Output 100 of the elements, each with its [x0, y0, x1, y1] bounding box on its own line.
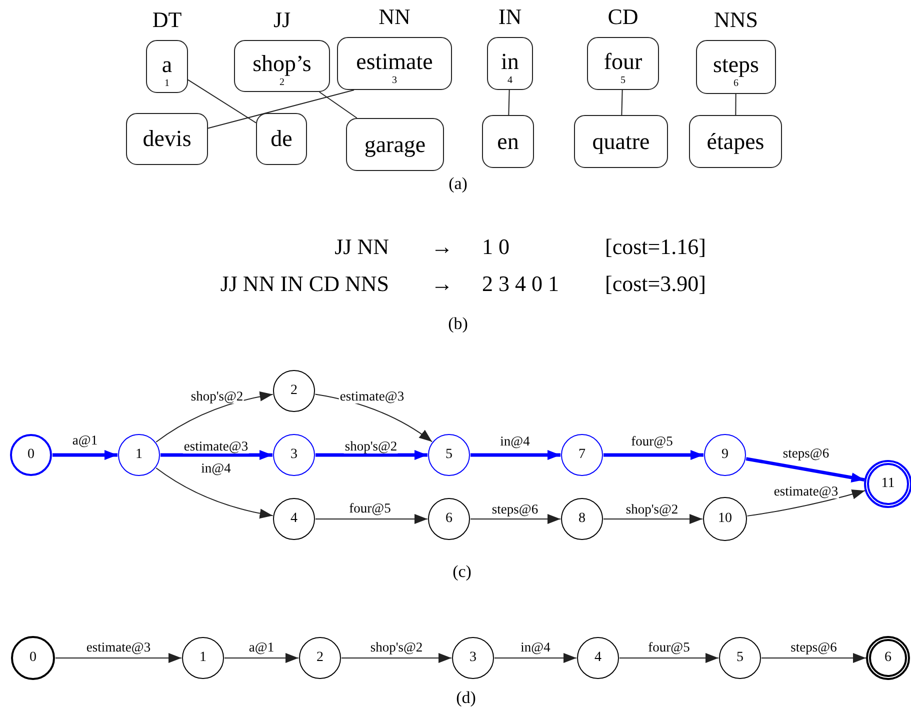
- arrow: [316, 450, 428, 460]
- state-number: 6: [446, 512, 452, 526]
- word-label: en: [497, 130, 519, 154]
- edge-label: four@5: [348, 500, 392, 516]
- tag-label: NNS: [714, 8, 758, 32]
- edge-label: shop's@2: [190, 388, 244, 404]
- tag-label: DT: [152, 8, 182, 32]
- edge-label: in@4: [200, 460, 232, 476]
- state-number: 2: [316, 651, 324, 665]
- edge-label: in@4: [499, 434, 531, 448]
- state-number: 6: [884, 651, 892, 665]
- state-circle: [273, 370, 315, 412]
- state-number: 4: [594, 651, 602, 665]
- word-label: steps: [713, 53, 759, 77]
- state-number: 5: [736, 651, 744, 665]
- state-number: 11: [881, 477, 895, 491]
- edge-label: in@4: [520, 640, 552, 654]
- edge-label: steps@6: [790, 640, 838, 654]
- arrow: [55, 653, 182, 663]
- edge-label: estimate@3: [182, 438, 250, 454]
- state-number: 5: [446, 448, 452, 462]
- arrow: [619, 653, 719, 663]
- word-box: [587, 37, 659, 90]
- state-number: 0: [30, 651, 36, 665]
- state-number: 4: [290, 512, 298, 526]
- edge-label: estimate@3: [85, 640, 152, 654]
- edge-label: steps@6: [782, 446, 830, 460]
- word-box: [126, 113, 208, 165]
- state-circle: [577, 637, 619, 679]
- arrow: [761, 653, 866, 663]
- index-number: 1: [164, 78, 170, 88]
- word-label: estimate: [356, 50, 433, 74]
- state-circle: [428, 434, 470, 476]
- table-cell: 2 3 4 0 1: [482, 272, 559, 296]
- state-circle: [452, 637, 494, 679]
- alignment-line: [508, 90, 510, 116]
- edge-label: four@5: [647, 640, 691, 654]
- table-cell: JJ NN: [334, 235, 389, 259]
- word-label: quatre: [592, 130, 650, 154]
- edge-label: shop's@2: [344, 438, 398, 454]
- arrow: [341, 653, 452, 663]
- state-circle: [866, 636, 910, 680]
- table-cell: JJ NN IN CD NNS: [220, 272, 389, 296]
- word-box: [696, 40, 776, 94]
- word-box: [256, 113, 307, 165]
- state-circle: [273, 434, 315, 476]
- edge-label: estimate@3: [772, 484, 840, 498]
- word-label: four: [604, 50, 642, 74]
- alignment-line: [318, 92, 358, 118]
- table-cell: [cost=1.16]: [605, 235, 706, 259]
- state-circle: [118, 434, 160, 476]
- arrow: [746, 457, 865, 482]
- state-number: 8: [578, 512, 586, 526]
- state-circle: [864, 460, 911, 508]
- arrow: [494, 653, 577, 663]
- word-label: étapes: [706, 130, 764, 154]
- alignment-line: [188, 79, 256, 124]
- word-label: in: [501, 50, 519, 74]
- state-number: 3: [470, 651, 476, 665]
- edge-label: a@1: [71, 432, 99, 448]
- word-box: [482, 115, 534, 168]
- word-label: garage: [364, 132, 426, 156]
- index-number: 6: [734, 79, 738, 89]
- word-label: a: [162, 52, 172, 76]
- edge-label: shop's@2: [369, 640, 424, 654]
- caption: (c): [452, 562, 472, 581]
- edge-label: shop's@2: [624, 502, 680, 516]
- state-circle: [703, 497, 747, 541]
- word-box: [487, 37, 533, 90]
- index-number: 2: [280, 78, 284, 88]
- edge-label: a@1: [248, 640, 276, 654]
- word-box: [689, 115, 782, 168]
- arrow: [156, 392, 274, 443]
- state-circle: [561, 434, 603, 476]
- word-box: [337, 37, 452, 90]
- state-circle: [299, 637, 341, 679]
- table-cell: 1 0: [482, 235, 510, 259]
- edge-label: steps@6: [490, 502, 540, 516]
- state-circle: [428, 498, 470, 540]
- word-box: [346, 118, 444, 171]
- word-label: devis: [142, 127, 192, 151]
- edge-label: estimate@3: [338, 388, 406, 404]
- state-circle: [10, 434, 52, 476]
- word-label: de: [270, 127, 292, 151]
- state-circle: [704, 434, 746, 476]
- state-number: 9: [722, 448, 728, 462]
- state-circle: [182, 637, 224, 679]
- edge-label: four@5: [630, 434, 674, 448]
- table-cell: [cost=3.90]: [605, 272, 706, 296]
- state-circle: [561, 498, 603, 540]
- state-number: 1: [200, 651, 206, 665]
- arrow: [52, 450, 118, 460]
- tag-label: IN: [498, 5, 522, 29]
- arrow: [604, 450, 704, 460]
- state-circle: [719, 637, 761, 679]
- caption: (a): [448, 174, 468, 193]
- arrow: [315, 514, 428, 524]
- state-circle: [11, 636, 55, 680]
- index-number: 5: [620, 76, 626, 86]
- alignment-line: [208, 90, 354, 129]
